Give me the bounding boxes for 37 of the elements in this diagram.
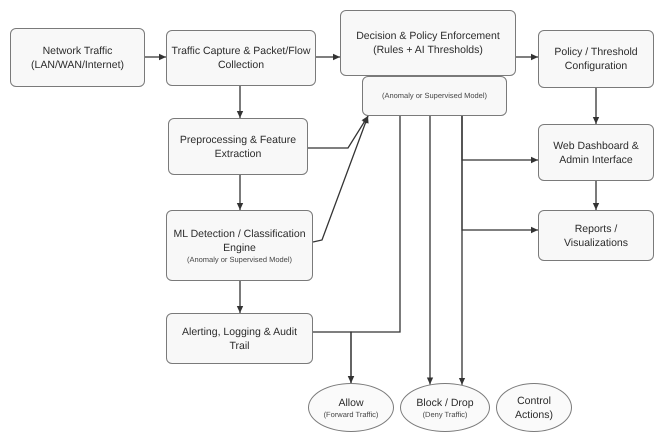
node-label: Decision & Policy Enforcement (356, 29, 500, 43)
arrow (592, 181, 600, 210)
arrow (312, 116, 369, 243)
node-label: Allow (338, 396, 364, 410)
arrow (236, 281, 244, 313)
node-label: Web Dashboard & Admin Interface (552, 138, 640, 166)
node-label: Block / Drop (416, 396, 474, 410)
arrow (516, 54, 538, 60)
process-box (166, 313, 313, 364)
process-box (166, 210, 313, 281)
arrow (236, 86, 244, 118)
arrow (313, 331, 354, 383)
node-label: (Rules + AI Thresholds) (373, 43, 483, 57)
arrow (145, 54, 166, 60)
process-box (538, 124, 654, 181)
node-label: ML Detection / Classification Engine (172, 226, 307, 254)
node-label: Preprocessing & Feature Extraction (178, 132, 298, 160)
process-box (340, 10, 516, 76)
node-label: Control Actions) (514, 394, 554, 422)
process-box (538, 30, 654, 88)
arrow (426, 116, 434, 384)
node-label: Traffic Capture & Packet/Flow Collection (171, 44, 311, 72)
arrow (592, 88, 600, 124)
arrow (236, 175, 244, 210)
node-label: Alerting, Logging & Audit Trail (181, 324, 298, 352)
node-label: Reports / Visualizations (562, 222, 629, 250)
node-label: (LAN/WAN/Internet) (31, 58, 124, 72)
process-box (168, 118, 308, 175)
arrow (316, 54, 340, 60)
node-label: Policy / Threshold Configuration (553, 45, 639, 73)
process-box (166, 30, 316, 86)
process-box (10, 28, 145, 87)
node-label: Network Traffic (42, 44, 112, 58)
arrow (461, 116, 538, 234)
arrow (308, 116, 369, 149)
process-box (538, 210, 654, 261)
process-box (362, 76, 507, 116)
